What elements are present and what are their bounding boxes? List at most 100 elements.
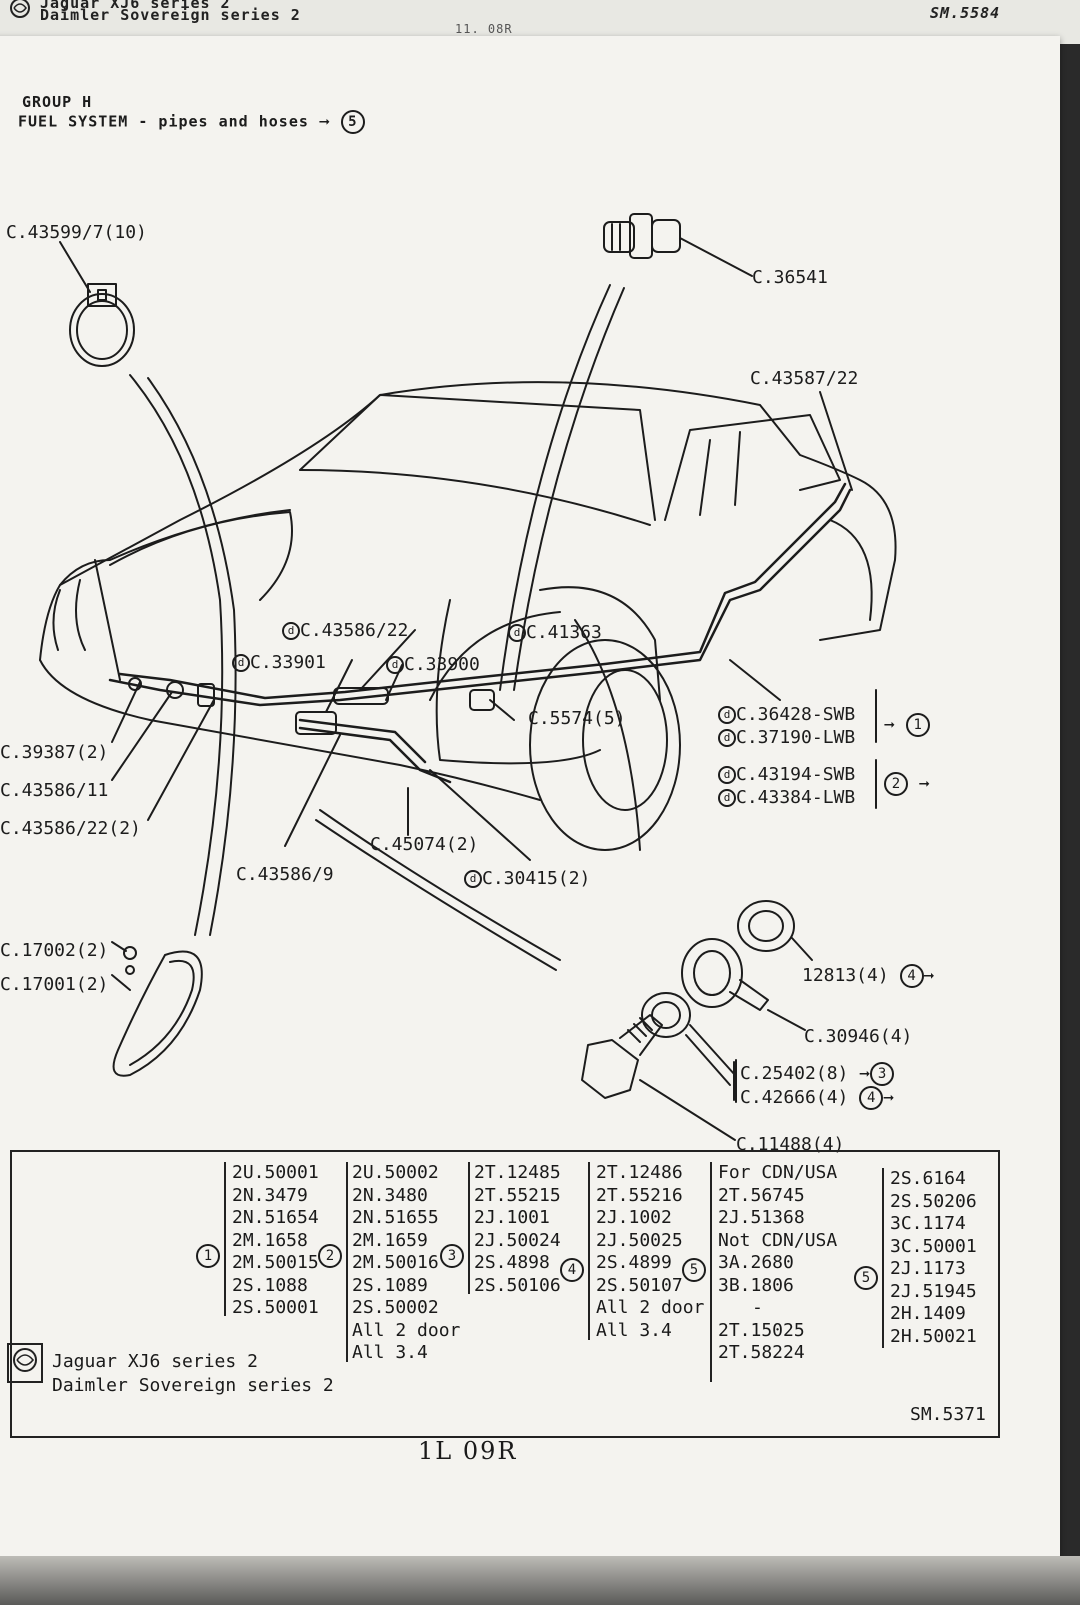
part-number: 2S.4898 — [474, 1252, 550, 1273]
part-number: 2S.4899 — [596, 1252, 672, 1273]
group-title: GROUP H — [22, 93, 93, 111]
footer-sm-number: SM.5371 — [910, 1404, 986, 1425]
column-divider — [468, 1162, 470, 1294]
column-divider — [224, 1162, 226, 1316]
prev-page-code: 11. 08R — [455, 22, 513, 36]
ref-circle: 5 — [682, 1258, 706, 1282]
clip-strap-icon — [112, 946, 203, 1077]
arrow-right-icon: ➞ — [883, 1087, 895, 1109]
part-number: 2S.50002 — [352, 1297, 439, 1318]
callout-bolt: C.11488(4) — [736, 1134, 845, 1155]
callout-c39387: C.39387(2) — [0, 742, 109, 763]
part-number: 2S.6164 — [890, 1168, 966, 1189]
part-number: 2J.50024 — [474, 1229, 561, 1251]
ref-circle: 4 — [899, 964, 924, 988]
arrow-right-icon: ➞ — [923, 965, 935, 987]
callout-banjo: C.30946(4) — [804, 1026, 913, 1047]
part-number: 3A.2680 — [718, 1252, 794, 1273]
column-divider — [346, 1162, 348, 1362]
part-number: 2T.55216 — [596, 1184, 683, 1206]
table-column-6: 2S.6164 2S.50206 3C.1174 3C.50001 2J.117… — [890, 1168, 977, 1348]
part-number: 2H.1409 — [890, 1303, 966, 1324]
banjo-union-icon — [681, 938, 769, 1011]
jaguar-logo-icon — [7, 1343, 43, 1383]
callout-text: C.41363 — [526, 622, 602, 643]
marker-d: d — [718, 706, 736, 724]
table-column-1: 2U.50001 2N.3479 2N.51654 2M.1658 2M.500… — [232, 1162, 319, 1320]
table-column-5: For CDN/USA 2T.56745 2J.51368 Not CDN/US… — [718, 1162, 837, 1365]
ref-circle: 4 — [560, 1258, 584, 1282]
column-divider — [882, 1168, 884, 1348]
part-number: 2T.55215 — [474, 1184, 561, 1206]
part-number: 2T.12485 — [474, 1162, 561, 1183]
ref-arrow-2: 2 ➞ — [884, 772, 930, 796]
arrow-right-icon: ➞ — [318, 111, 331, 133]
marker-d: d — [232, 654, 250, 672]
prev-logo-icon — [10, 0, 30, 18]
callout-text: C.37190-LWB — [736, 727, 856, 748]
ref-arrow-1: ➞ 1 — [884, 713, 930, 737]
callout-washer: 12813(4) 4➞ — [802, 964, 934, 988]
callout-text: C.25402(8) — [740, 1063, 849, 1084]
group-subtitle-text: FUEL SYSTEM - pipes and hoses — [18, 112, 309, 131]
callout-text: C.43586/22 — [300, 620, 409, 641]
applicability-note: All 3.4 — [352, 1342, 428, 1363]
marker-d: d — [718, 789, 736, 807]
part-number: 2S.50001 — [232, 1297, 319, 1318]
part-number: 2M.1658 — [232, 1229, 308, 1251]
part-number: 2N.51654 — [232, 1207, 319, 1228]
ref-circle: 4 — [859, 1086, 884, 1110]
column-divider — [710, 1162, 712, 1382]
part-number: 2T.58224 — [718, 1342, 805, 1363]
ref-circle: 5 — [340, 110, 365, 134]
part-number: 2U.50002 — [352, 1162, 439, 1183]
footer-brand: Jaguar XJ6 series 2 Daimler Sovereign se… — [52, 1350, 334, 1398]
column-divider — [588, 1162, 590, 1340]
car-outline — [39, 381, 897, 851]
washer-icon — [641, 992, 691, 1038]
part-number: 2S.50106 — [474, 1274, 561, 1296]
part-number: 3B.1806 — [718, 1274, 794, 1296]
callout-text: C.33900 — [404, 654, 480, 675]
callout-text: C.43194-SWB — [736, 764, 856, 785]
marker-d: d — [282, 622, 300, 640]
prev-brand-line1: Jaguar XJ6 series 2 — [40, 0, 231, 12]
ref-circle: 2 — [318, 1244, 342, 1268]
part-number: 2J.1173 — [890, 1258, 966, 1279]
adaptor-icon — [603, 213, 681, 259]
callout-adaptor: C.36541 — [752, 267, 828, 288]
pipe-clip-icon — [69, 283, 135, 367]
part-number: 2N.3479 — [232, 1184, 308, 1206]
part-number: 2N.51655 — [352, 1207, 439, 1228]
callout-c42666: C.42666(4) 4➞ — [740, 1086, 894, 1110]
part-number: 2M.50015 — [232, 1252, 319, 1273]
arrow-right-icon: ➞ — [859, 1063, 871, 1085]
part-number: 2S.1089 — [352, 1274, 428, 1296]
arrow-right-icon: ➞ — [918, 773, 930, 795]
part-number: 2T.15025 — [718, 1319, 805, 1341]
table-column-3: 2T.12485 2T.55215 2J.1001 2J.50024 2S.48… — [474, 1162, 561, 1297]
part-number: 2J.1002 — [596, 1207, 672, 1228]
footer-brand-line2: Daimler Sovereign series 2 — [52, 1375, 334, 1396]
table-column-4: 2T.12486 2T.55216 2J.1002 2J.50025 2S.48… — [596, 1162, 704, 1342]
callout-c43586-9: C.43586/9 — [236, 864, 334, 885]
callout-text: C.30415(2) — [482, 868, 591, 889]
ref-circle: 2 — [884, 772, 908, 796]
callout-pipe-rear: C.43587/22 — [750, 368, 859, 389]
ref-circle: 1 — [905, 713, 930, 737]
sealing-washer-icon — [737, 900, 795, 952]
callout-c17002: C.17002(2) — [0, 940, 109, 961]
part-number: 2J.1001 — [474, 1207, 550, 1228]
page-code: 1L 09R — [418, 1437, 518, 1465]
part-number: 3C.50001 — [890, 1235, 977, 1257]
part-number: 2S.50206 — [890, 1190, 977, 1212]
callout-c45074: C.45074(2) — [370, 834, 479, 855]
arrow-right-icon: ➞ — [884, 714, 895, 736]
part-number: 2T.12486 — [596, 1162, 683, 1183]
